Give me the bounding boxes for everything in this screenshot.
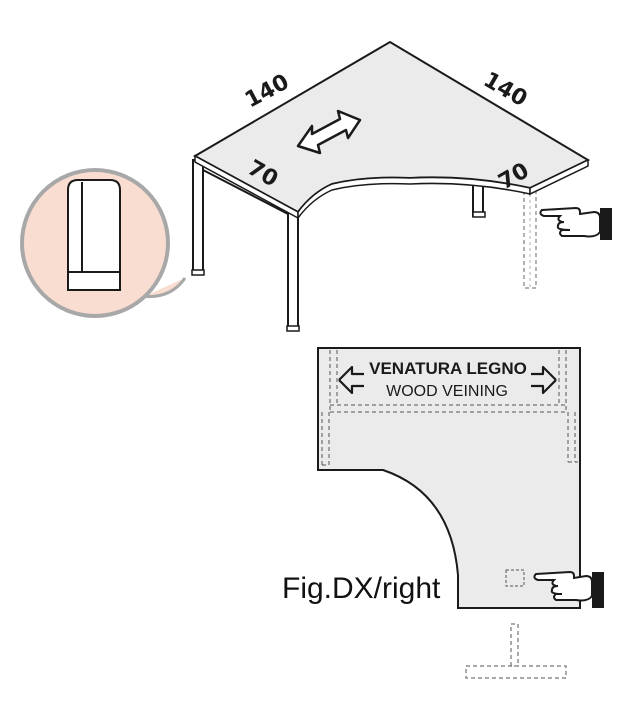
grain-label-english: WOOD VEINING	[386, 383, 508, 400]
plan-frame-dashed	[321, 350, 578, 466]
leg-mount-marker	[505, 569, 525, 587]
grain-label-italian: VENATURA LEGNO	[369, 359, 527, 378]
wood-grain-arrow-icon	[338, 365, 557, 395]
figure-caption: Fig.DX/right	[282, 572, 441, 605]
desk-isometric-view: 140 140 70 70	[191, 40, 612, 332]
pointing-hand-icon	[539, 206, 612, 240]
leg-detail-bubble	[20, 168, 187, 318]
double-arrow-icon	[296, 109, 362, 155]
desk-top	[192, 40, 591, 221]
leg-detail-icon	[67, 179, 121, 291]
desk-plan-view: VENATURA LEGNO WOOD VEINING	[317, 347, 604, 679]
plan-leg-dashed	[465, 623, 567, 679]
pointing-hand-icon	[533, 570, 604, 608]
desk-leg-right-dashed	[523, 187, 537, 289]
